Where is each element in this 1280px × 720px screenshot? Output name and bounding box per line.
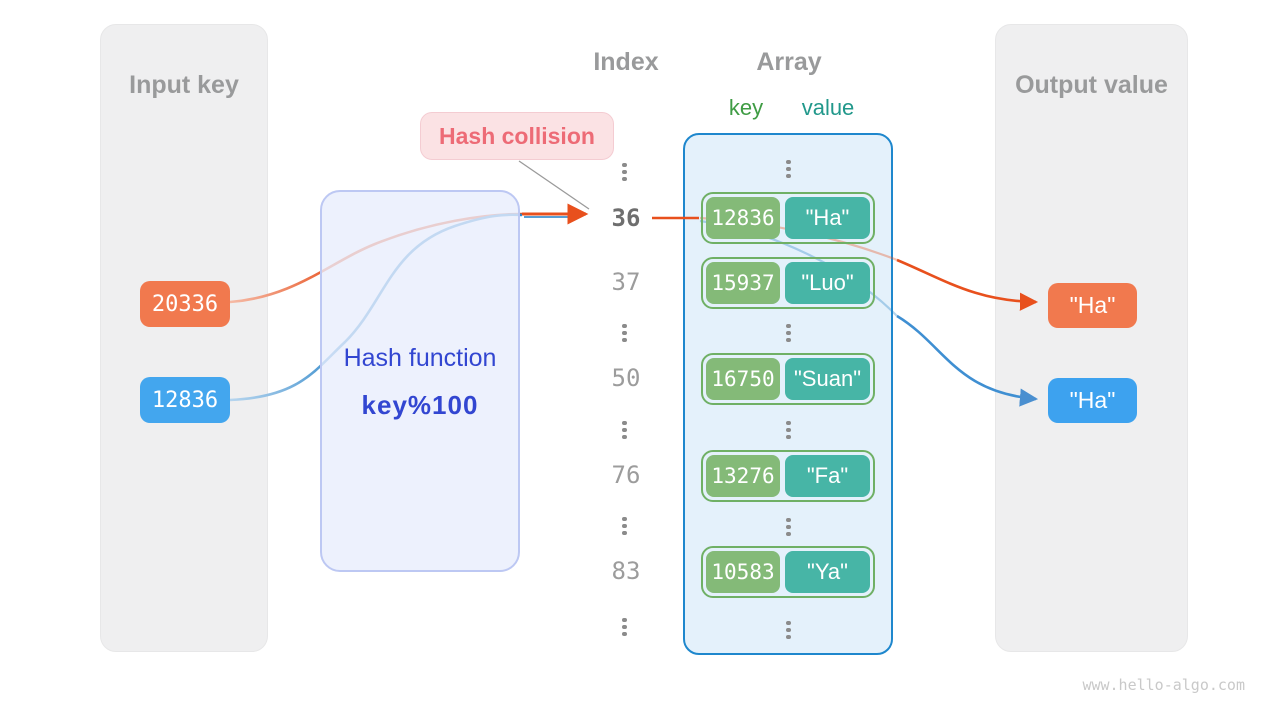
array-pair-16750-suan: 16750 "Suan": [701, 353, 875, 405]
vertical-ellipsis-icon: [786, 418, 791, 442]
pair-value: "Ya": [785, 551, 870, 593]
hash-function-formula: key%100: [361, 390, 479, 420]
vertical-ellipsis-icon: [622, 418, 627, 442]
array-column-title: Array: [756, 48, 822, 76]
pair-key: 16750: [706, 358, 780, 400]
vertical-ellipsis-icon: [622, 321, 627, 345]
hash-function-label: Hash function: [343, 344, 497, 372]
pair-value: "Ha": [785, 197, 870, 239]
pair-key: 10583: [706, 551, 780, 593]
vertical-ellipsis-icon: [786, 321, 791, 345]
input-key-panel: Input key: [100, 24, 268, 652]
vertical-ellipsis-icon: [622, 514, 627, 538]
index-value-36: 36: [611, 204, 641, 232]
hash-function-box: [320, 190, 520, 572]
vertical-ellipsis-icon: [622, 160, 627, 184]
array-key-header: key: [728, 95, 764, 120]
index-value-83: 83: [611, 557, 641, 585]
watermark: www.hello-algo.com: [1082, 676, 1245, 694]
input-key-badge-12836: 12836: [140, 377, 230, 423]
collision-pointer-line: [518, 160, 590, 210]
input-panel-title: Input key: [129, 71, 239, 99]
output-panel-title: Output value: [1015, 71, 1168, 99]
input-key-badge-20336: 20336: [140, 281, 230, 327]
array-pair-13276-fa: 13276 "Fa": [701, 450, 875, 502]
pair-key: 12836: [706, 197, 780, 239]
hash-collision-text: Hash collision: [439, 122, 595, 149]
pair-key: 15937: [706, 262, 780, 304]
array-pair-10583-ya: 10583 "Ya": [701, 546, 875, 598]
array-value-header: value: [801, 95, 855, 120]
vertical-ellipsis-icon: [622, 615, 627, 639]
index-value-50: 50: [611, 364, 641, 392]
index-column-title: Index: [593, 48, 659, 76]
pair-value: "Luo": [785, 262, 870, 304]
index-value-37: 37: [611, 268, 641, 296]
vertical-ellipsis-icon: [786, 618, 791, 642]
pair-key: 13276: [706, 455, 780, 497]
index-value-76: 76: [611, 461, 641, 489]
vertical-ellipsis-icon: [786, 157, 791, 181]
pair-value: "Fa": [785, 455, 870, 497]
hash-collision-callout: Hash collision: [420, 112, 614, 160]
pair-value: "Suan": [785, 358, 870, 400]
output-value-badge-orange: "Ha": [1048, 283, 1137, 328]
array-pair-15937-luo: 15937 "Luo": [701, 257, 875, 309]
vertical-ellipsis-icon: [786, 515, 791, 539]
output-value-badge-blue: "Ha": [1048, 378, 1137, 423]
output-value-panel: Output value: [995, 24, 1188, 652]
array-pair-12836-ha: 12836 "Ha": [701, 192, 875, 244]
